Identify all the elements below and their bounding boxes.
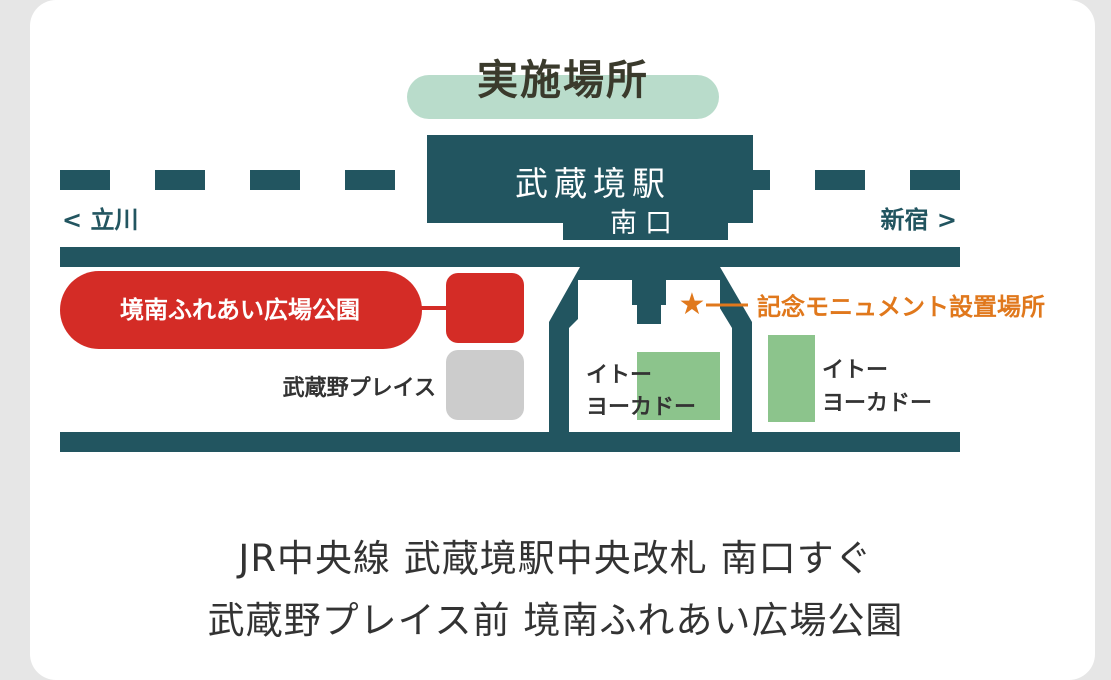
- roads: [60, 247, 960, 452]
- station-exit: 南口: [610, 208, 680, 239]
- ito-yokado-label-2-line2: ヨーカドー: [822, 391, 932, 416]
- caption-line-2: 武蔵野プレイス前 境南ふれあい広場公園: [207, 599, 904, 642]
- musashino-place-marker: [446, 350, 524, 420]
- direction-shinjuku: 新宿 >: [881, 206, 957, 234]
- park-label: 境南ふれあい広場公園: [60, 271, 524, 349]
- station-name: 武蔵境駅: [515, 164, 671, 203]
- star-icon: ★: [679, 287, 706, 322]
- park-name: 境南ふれあい広場公園: [120, 296, 360, 324]
- title-pill: [407, 75, 719, 119]
- ito-yokado-marker-1: [637, 352, 720, 420]
- ito-yokado-marker-2: [768, 335, 815, 422]
- station-building: 武蔵境駅 南口: [427, 135, 753, 240]
- direction-tachikawa: < 立川: [62, 206, 138, 234]
- musashino-place-label: 武蔵野プレイス: [283, 376, 436, 401]
- ito-yokado-label-1-line2: ヨーカドー: [586, 395, 696, 420]
- plaza-island-right: [666, 280, 720, 325]
- ito-yokado-label-1-line1: イトー: [586, 363, 652, 388]
- section-title: 実施場所: [477, 56, 649, 104]
- access-map: 武蔵境駅 南口 < 立川 新宿 > 境南ふれあい広場公園 武蔵野プレイス ★ 記…: [60, 135, 1045, 452]
- railway-line: [60, 170, 960, 190]
- monument-label: 記念モニュメント設置場所: [757, 293, 1045, 321]
- title-area: 実施場所: [0, 0, 1111, 130]
- park-marker: [446, 273, 524, 343]
- ito-yokado-label-2-line1: イトー: [822, 358, 888, 383]
- plaza-island-left: [578, 280, 632, 325]
- caption-line-1: JR中央線 武蔵境駅中央改札 南口すぐ: [238, 537, 873, 580]
